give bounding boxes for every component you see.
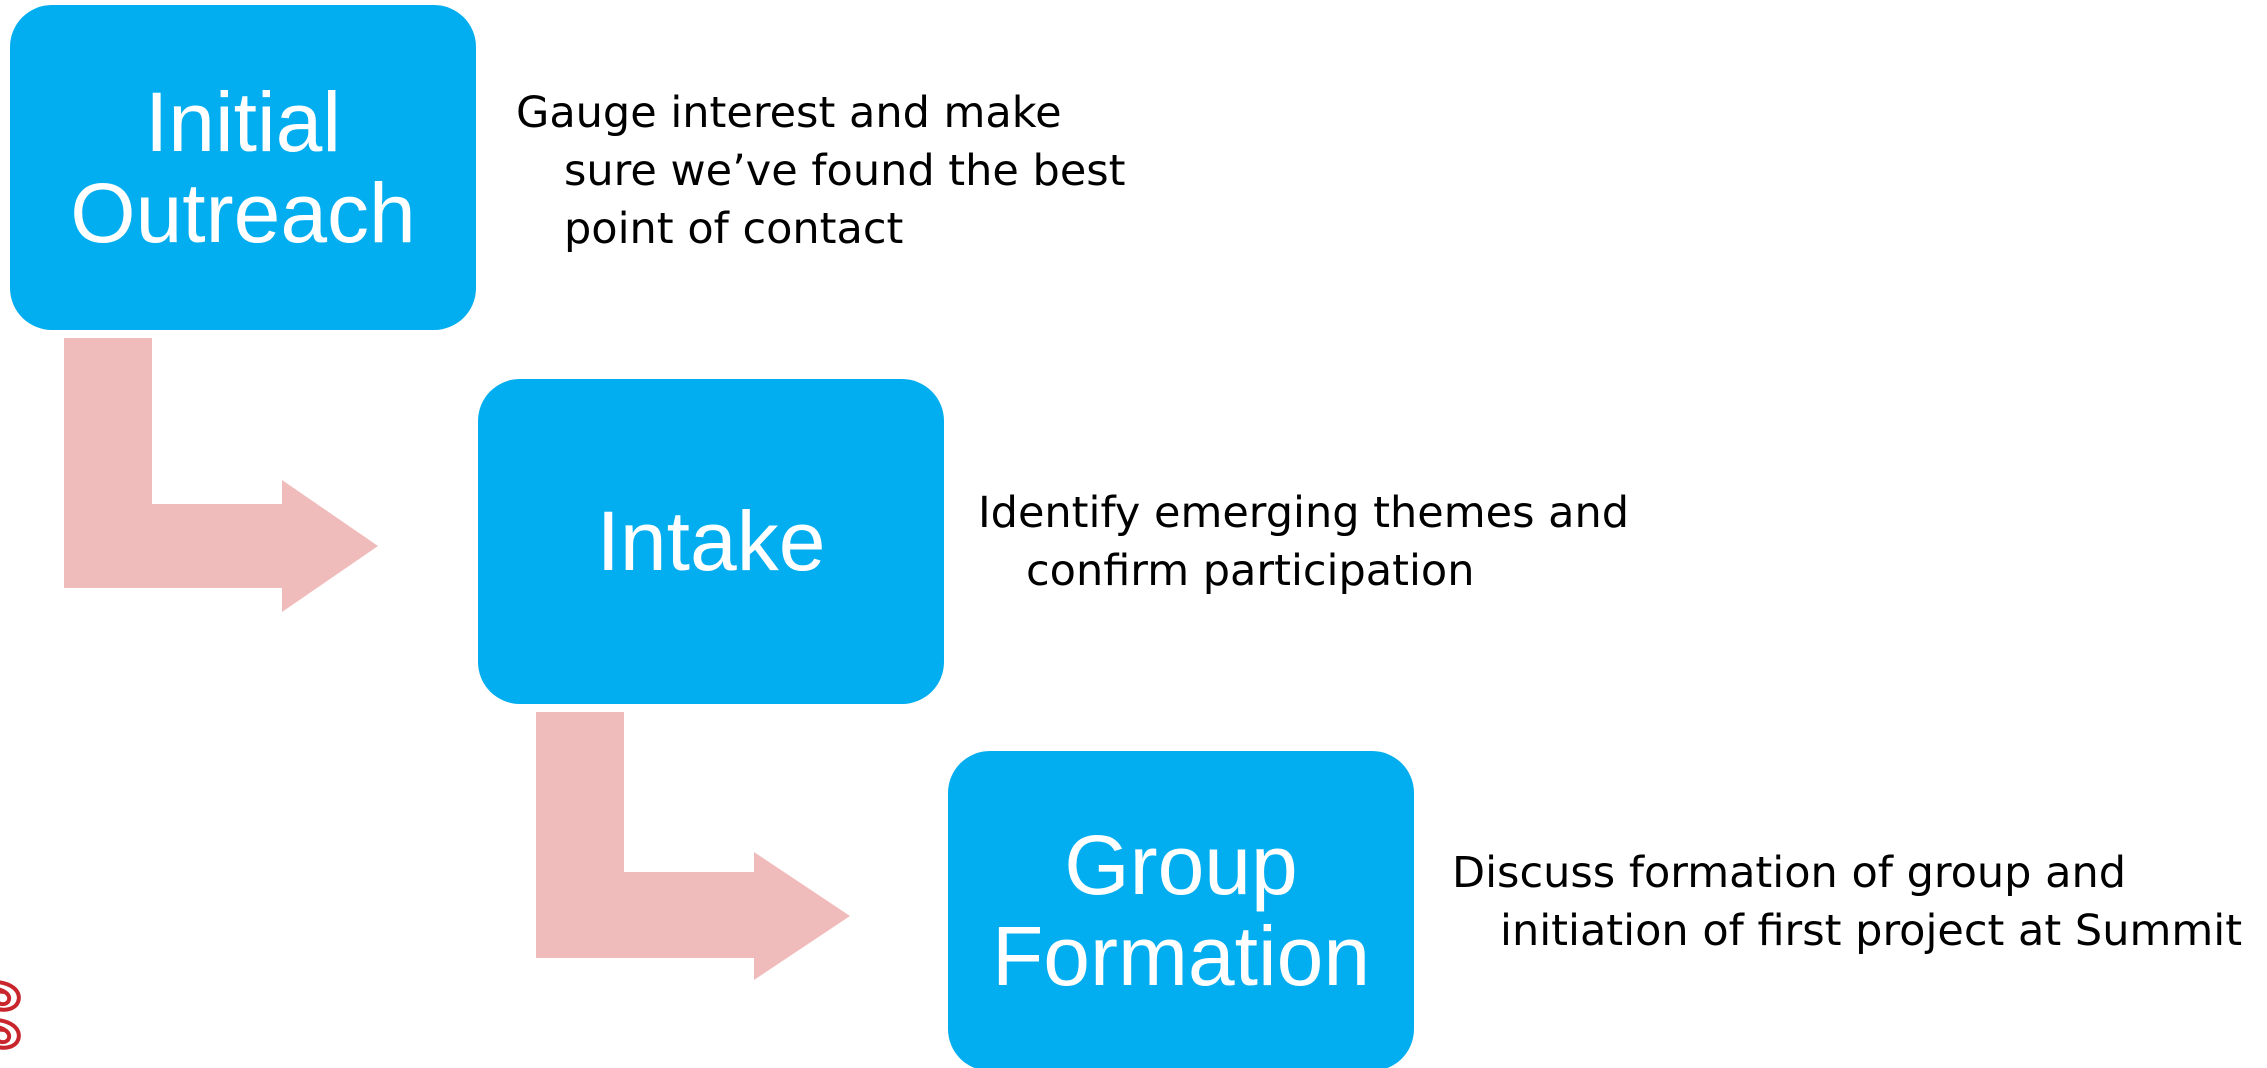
description-line: initiation of first project at Summit [1500, 906, 2243, 956]
step-box-group-formation: Group Formation [948, 751, 1414, 1068]
description-line: Discuss formation of group and [1452, 848, 2127, 898]
description-line: confirm participation [1026, 546, 1475, 596]
step-title: Intake [596, 494, 826, 589]
step-box-intake: Intake [478, 379, 944, 704]
description-line: point of contact [564, 204, 904, 254]
bent-arrow-icon [64, 338, 378, 612]
description-line: Gauge interest and make [516, 88, 1062, 138]
swirl-logo-icon [0, 980, 21, 1050]
bent-arrow-icon [536, 712, 850, 980]
step-box-initial-outreach: Initial Outreach [10, 5, 476, 330]
description-line: sure we’ve found the best [564, 146, 1126, 196]
step-description-group-formation: Discuss formation of group and initiatio… [1452, 844, 2242, 960]
description-line: Identify emerging themes and [978, 488, 1630, 538]
step-description-initial-outreach: Gauge interest and make sure we’ve found… [516, 84, 1126, 258]
step-title: Initial Outreach [70, 74, 416, 260]
step-description-intake: Identify emerging themes and confirm par… [978, 484, 1629, 600]
step-title: Group Formation [991, 818, 1371, 1003]
